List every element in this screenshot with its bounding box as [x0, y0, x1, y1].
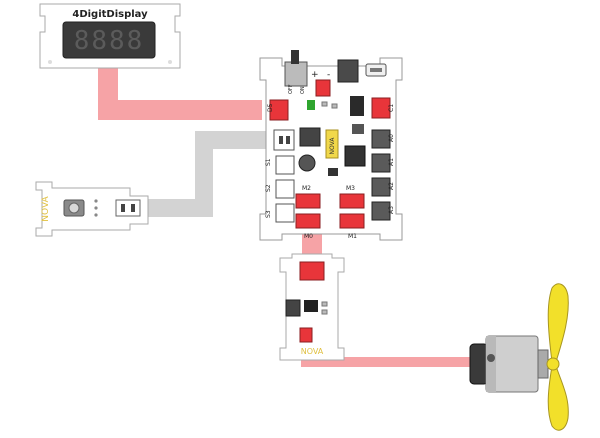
port-m1-label: M1: [348, 233, 357, 240]
nova-logo-block: [325, 129, 339, 159]
sensor-connector-pin-2: [131, 204, 135, 212]
inductor-component: [299, 127, 321, 147]
port-a3-label: A3: [388, 206, 395, 214]
motor-end-cap: [469, 343, 489, 385]
port-s3-label: S3: [265, 210, 272, 218]
polarity-minus: -: [327, 70, 330, 80]
display-module-title: 4DigitDisplay: [72, 9, 148, 20]
port-m0-connector: [295, 213, 321, 229]
port-s1-label: S1: [265, 158, 272, 166]
port-d5-label: D5: [267, 103, 274, 112]
port-a1-label: A1: [388, 158, 395, 166]
propeller: [546, 283, 569, 431]
switch-off-label: OFF: [288, 84, 294, 94]
capacitor-round: [298, 154, 316, 172]
usb-port-inner: [370, 68, 382, 72]
wire-sensor-to-s1: [140, 131, 278, 217]
sensor-lens: [68, 202, 80, 214]
sensor-dot-3: [94, 213, 98, 217]
port-c1-connector: [371, 97, 391, 119]
display-hole-right: [168, 60, 172, 64]
smd-component-1: [321, 101, 328, 107]
display-hole-left: [48, 60, 52, 64]
sensor-connector: [115, 199, 141, 217]
driver-smd-1: [321, 301, 328, 307]
battery-connector: [315, 79, 331, 97]
voltage-regulator: [337, 59, 359, 83]
port-m3-label: M3: [346, 185, 355, 192]
port-s3-connector: [275, 203, 295, 223]
port-s1-pin-1: [279, 136, 283, 144]
sensor-module: NOVA: [35, 181, 149, 237]
driver-output-connector: [299, 327, 313, 343]
polarity-plus: +: [311, 70, 319, 80]
port-a0-label: A0: [388, 134, 395, 142]
sensor-dot-2: [94, 206, 98, 210]
power-switch-knob[interactable]: [291, 50, 299, 64]
driver-capacitor: [285, 299, 301, 317]
motor-terminal: [487, 354, 495, 362]
display-module: 4DigitDisplay 8888: [39, 3, 181, 69]
port-a0-connector: [371, 129, 391, 149]
status-led-box: [328, 168, 338, 176]
port-a2-label: A2: [388, 182, 395, 190]
motor-driver-module: NOVA: [279, 253, 345, 361]
sensor-dot-1: [94, 199, 98, 203]
port-m3-connector: [339, 193, 365, 209]
driver-brand-text: NOVA: [301, 347, 324, 356]
smd-component-2: [331, 103, 338, 109]
dc-motor: [469, 335, 549, 393]
port-c1-label: C1: [388, 104, 395, 112]
port-a2-connector: [371, 177, 391, 197]
wire-display-to-d5: [98, 68, 262, 120]
port-m1-connector: [339, 213, 365, 229]
switch-on-label: ON: [300, 86, 306, 94]
port-d5-connector: [269, 99, 289, 121]
microcontroller-chip: [344, 145, 366, 167]
power-switch-body: [284, 61, 308, 87]
propeller-blade-top: [547, 283, 569, 363]
motor-body-shade: [486, 336, 496, 392]
driver-smd-2: [321, 309, 328, 315]
port-m0-label: M0: [304, 233, 313, 240]
port-s1-connector: [273, 129, 295, 151]
port-s1-pin-2: [286, 136, 290, 144]
port-m2-label: M2: [302, 185, 311, 192]
main-board: OFF ON + - D5 C1 S1 S2 S3: [259, 50, 403, 241]
port-s2-label: S2: [265, 184, 272, 192]
display-digits: 8888: [74, 26, 145, 56]
nova-logo-text: NOVA: [329, 137, 336, 155]
port-a3-connector: [371, 201, 391, 221]
port-m2-connector: [295, 193, 321, 209]
display-screen: [62, 21, 156, 59]
port-a1-connector: [371, 153, 391, 173]
small-chip: [352, 124, 364, 134]
sensor-module-board: [35, 181, 149, 237]
propeller-blade-bottom: [547, 365, 569, 431]
driver-input-connector: [299, 261, 325, 281]
sensor-brand-text: NOVA: [41, 195, 51, 221]
sensor-connector-pin-1: [121, 204, 125, 212]
driver-chip: [304, 300, 318, 312]
propeller-hub: [546, 357, 560, 371]
port-s2-connector-lower: [275, 179, 295, 199]
port-s2-connector: [275, 155, 295, 175]
power-led: [307, 100, 315, 110]
ic-chip-top: [350, 96, 364, 116]
